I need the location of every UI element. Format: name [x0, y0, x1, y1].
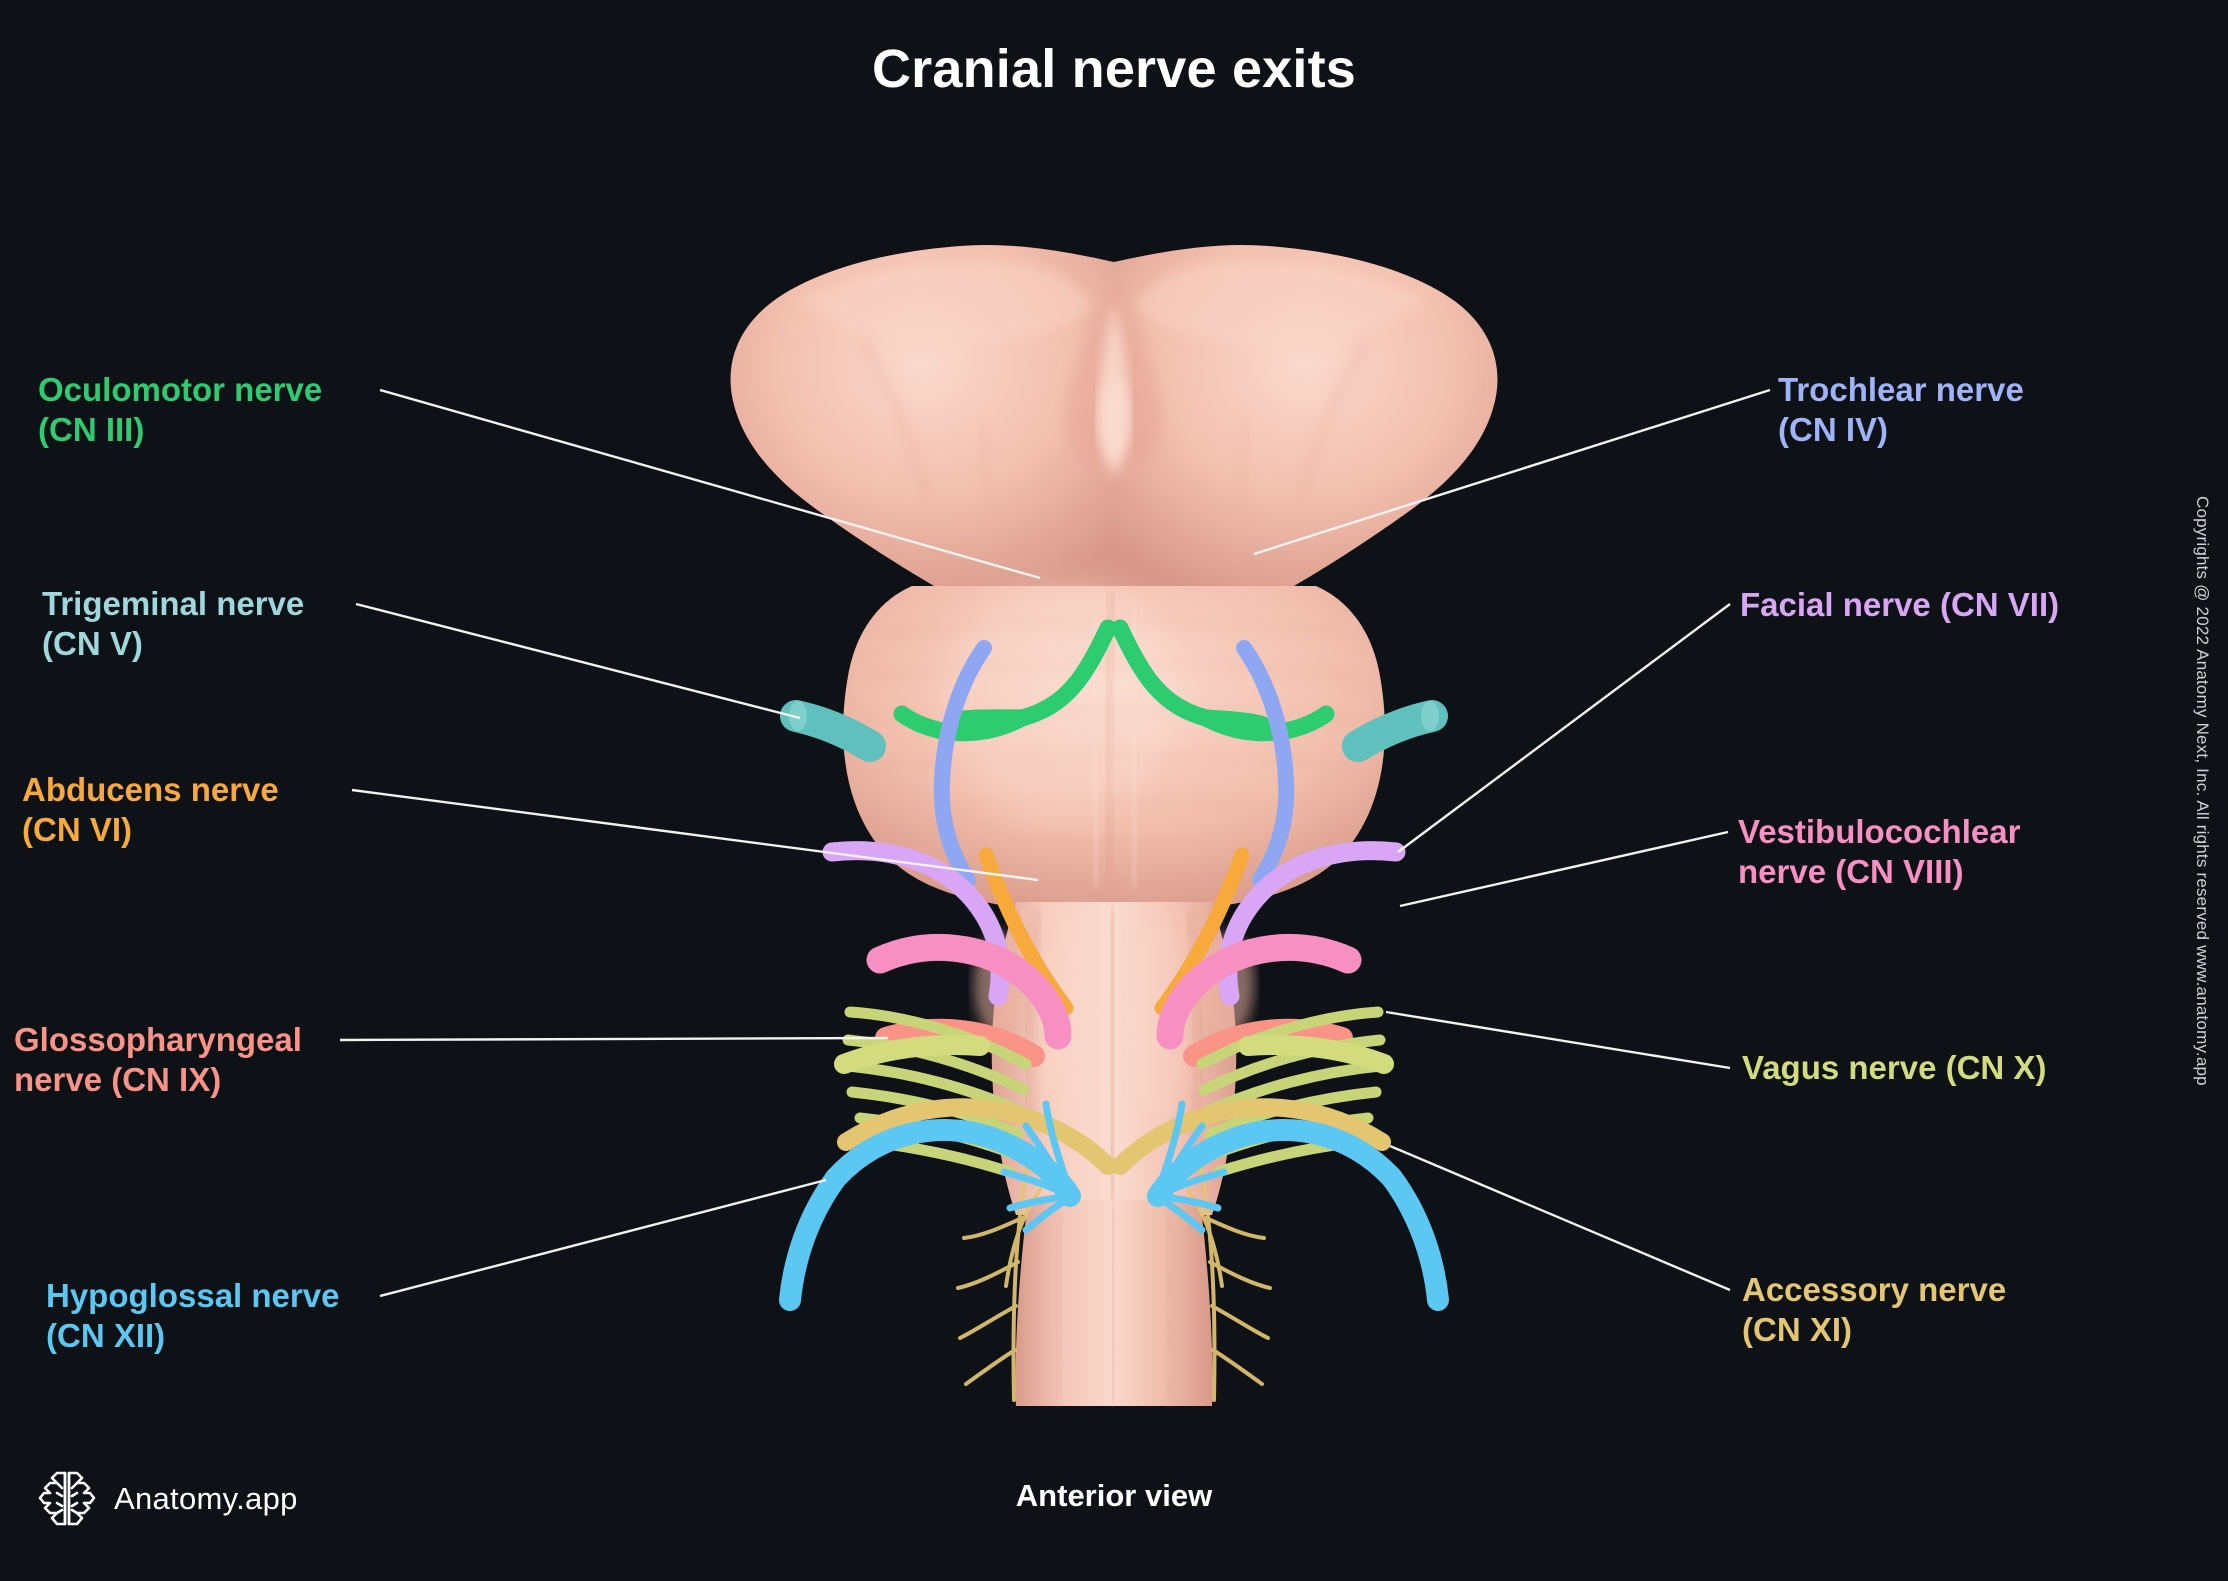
- copyright-notice: Copyrights @ 2022 Anatomy Next, Inc. All…: [2182, 0, 2222, 1581]
- leader-vestibulocochlear: [1399, 830, 1729, 908]
- nerve-oculomotor-cn3-body: [893, 705, 1335, 742]
- leader-oculomotor: [379, 388, 1041, 580]
- leader-facial: [1397, 603, 1731, 853]
- page-title: Cranial nerve exits: [871, 39, 1357, 99]
- midbrain: [730, 244, 1498, 587]
- nerve-vagus-cn10-trunk: [834, 1034, 1394, 1074]
- spinal-cord: [1015, 1200, 1213, 1406]
- leader-vagus: [1385, 1010, 1731, 1070]
- nerve-trigeminal-cn5: [780, 700, 1448, 762]
- leader-trigeminal: [355, 602, 801, 720]
- leader-hypoglossal: [379, 1178, 827, 1298]
- label-abducens-nerve[interactable]: Abducens nerve (CN VI): [22, 771, 279, 849]
- nerve-trochlear-cn4: [933, 640, 1295, 888]
- leader-abducens: [351, 788, 1039, 882]
- label-hypoglossal-nerve[interactable]: Hypoglossal nerve (CN XII): [46, 1277, 340, 1355]
- nerve-vestibulocochlear-cn8: [866, 933, 1362, 1050]
- leader-trochlear: [1253, 388, 1771, 556]
- brand-logo[interactable]: Anatomy.app: [38, 1468, 298, 1530]
- label-trigeminal-nerve[interactable]: Trigeminal nerve (CN V): [42, 585, 305, 663]
- label-trochlear-nerve[interactable]: Trochlear nerve (CN IV): [1778, 371, 2024, 449]
- label-accessory-nerve[interactable]: Accessory nerve (CN XI): [1742, 1271, 2007, 1349]
- label-oculomotor-nerve[interactable]: Oculomotor nerve (CN III): [38, 371, 323, 449]
- nerve-accessory-cn11: [837, 1098, 1391, 1175]
- brain-icon: [38, 1471, 96, 1526]
- view-caption: Anterior view: [1015, 1478, 1213, 1513]
- copyright-text: Copyrights @ 2022 Anatomy Next, Inc. All…: [2193, 495, 2212, 1086]
- label-vestibulocochlear-nerve[interactable]: Vestibulocochlear nerve (CN VIII): [1738, 813, 2021, 891]
- label-glossopharyngeal-nerve[interactable]: Glossopharyngeal nerve (CN IX): [14, 1021, 302, 1099]
- leader-glossopharyngeal: [339, 1036, 889, 1042]
- label-vagus-nerve[interactable]: Vagus nerve (CN X): [1742, 1049, 2047, 1086]
- nerve-hypoglossal-cn12: [779, 1100, 1449, 1311]
- label-facial-nerve[interactable]: Facial nerve (CN VII): [1740, 586, 2060, 623]
- leader-accessory: [1389, 1144, 1731, 1292]
- brand-name: Anatomy.app: [114, 1481, 298, 1516]
